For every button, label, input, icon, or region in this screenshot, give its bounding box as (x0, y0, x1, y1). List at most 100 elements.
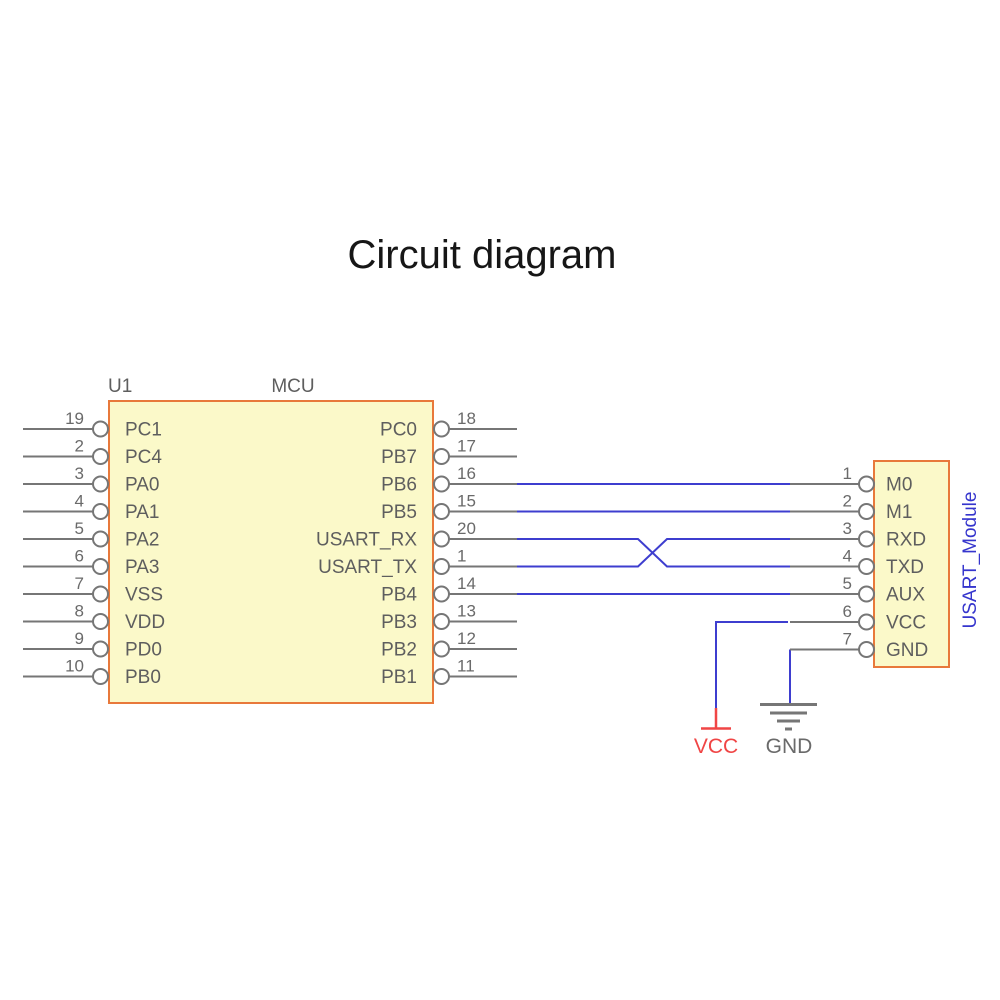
pin-number: 14 (457, 574, 476, 593)
signal-wires (517, 483, 791, 708)
pin-circle (92, 668, 109, 685)
gnd-earth-symbol: GND (760, 703, 817, 758)
pin-row: 4 TXD (790, 547, 924, 578)
pin-number: 7 (75, 574, 84, 593)
pin-number: 17 (457, 437, 476, 456)
pin-label: VCC (886, 613, 926, 634)
pin-number: 12 (457, 629, 476, 648)
pin-row: 9 PD0 (23, 629, 162, 661)
pin-number: 6 (843, 602, 852, 621)
pin-label: PB6 (381, 475, 417, 496)
pin-label: AUX (886, 585, 925, 606)
pin-row: 6 PA3 (23, 547, 160, 578)
pin-number: 3 (75, 464, 84, 483)
pin-circle (433, 530, 450, 548)
pin-circle (92, 640, 109, 658)
pin-label: PA1 (125, 502, 160, 523)
pin-number: 5 (75, 519, 84, 538)
pin-label: PD0 (125, 640, 162, 661)
pin-circle (858, 613, 875, 631)
pin-row: 6 VCC (790, 602, 926, 634)
pin-circle (92, 585, 109, 603)
pin-circle (433, 613, 450, 630)
pin-number: 11 (457, 657, 475, 676)
pin-label: PC0 (380, 420, 417, 441)
pin-label: VSS (125, 585, 163, 606)
pin-label: RXD (886, 530, 926, 551)
pin-label: TXD (886, 557, 924, 578)
pin-number: 2 (843, 492, 852, 511)
pin-row: 1 M0 (790, 464, 912, 496)
pin-circle (92, 475, 109, 493)
pin-number: 15 (457, 492, 476, 511)
pin-number: 13 (457, 602, 476, 621)
pin-label: PB0 (125, 667, 161, 688)
pin-number: 2 (75, 437, 84, 456)
pin-circle (858, 530, 875, 548)
pin-label: PB4 (381, 585, 417, 606)
pin-label: USART_TX (318, 557, 417, 578)
pin-circle (433, 420, 450, 438)
pin-number: 3 (843, 519, 852, 538)
pin-row: 18 PC0 (380, 409, 517, 441)
pin-number: 1 (843, 464, 852, 483)
pin-row: 11 PB1 (381, 657, 517, 688)
pin-circle (92, 420, 109, 438)
pin-number: 4 (843, 547, 852, 566)
mcu-name: MCU (271, 376, 314, 397)
pin-number: 10 (65, 657, 84, 676)
pin-row: 7 VSS (23, 574, 163, 606)
pin-row: 15 PB5 (381, 492, 517, 523)
pin-circle (433, 640, 450, 658)
pin-circle (858, 558, 875, 575)
usart-module-body (873, 460, 950, 668)
pin-number: 19 (65, 409, 84, 428)
mcu-left-pins: 19 PC1 2 PC4 3 PA0 4 PA1 5 PA2 (23, 409, 165, 688)
pin-circle (92, 613, 109, 630)
pin-row: 20 USART_RX (316, 519, 517, 551)
pin-row: 3 RXD (790, 519, 926, 551)
pin-row: 3 PA0 (23, 464, 160, 496)
pin-circle (433, 585, 450, 603)
pin-row: 8 VDD (23, 602, 165, 633)
pin-label: GND (886, 640, 928, 661)
wire-usarttx-rxd (517, 538, 790, 568)
pin-label: PC1 (125, 420, 162, 441)
pin-number: 4 (75, 492, 84, 511)
pin-number: 18 (457, 409, 476, 428)
pin-circle (92, 503, 109, 520)
wire-vcc (715, 621, 788, 708)
mcu-right-pins: 18 PC0 17 PB7 16 PB6 15 PB5 20 USART_RX (316, 409, 517, 688)
vcc-label: VCC (694, 735, 738, 758)
pin-circle (433, 448, 450, 465)
pin-number: 7 (843, 630, 852, 649)
pin-number: 8 (75, 602, 84, 621)
pin-circle (433, 558, 450, 575)
page-title: Circuit diagram (348, 233, 617, 277)
pin-row: 14 PB4 (381, 574, 517, 606)
pin-row: 19 PC1 (23, 409, 162, 441)
pin-label: PA2 (125, 530, 160, 551)
pin-row: 1 USART_TX (318, 547, 517, 578)
vcc-power-symbol: VCC (694, 708, 738, 758)
pin-row: 4 PA1 (23, 492, 160, 523)
pin-circle (433, 503, 450, 520)
pin-row: 17 PB7 (381, 437, 517, 468)
pin-circle (858, 641, 875, 658)
pin-label: PB1 (381, 667, 417, 688)
pin-row: 5 AUX (790, 574, 925, 606)
pin-circle (92, 558, 109, 575)
pin-label: PC4 (125, 447, 162, 468)
pin-number: 5 (843, 574, 852, 593)
mcu-designator: U1 (108, 376, 132, 397)
pin-label: VDD (125, 612, 165, 633)
pin-label: PB3 (381, 612, 417, 633)
pin-circle (92, 530, 109, 548)
mcu-chip-body (108, 400, 434, 704)
pin-circle (433, 668, 450, 685)
usart-module-pins: 1 M0 2 M1 3 RXD 4 TXD 5 AUX (790, 464, 928, 661)
pin-label: PB7 (381, 447, 417, 468)
pin-label: PA0 (125, 475, 160, 496)
